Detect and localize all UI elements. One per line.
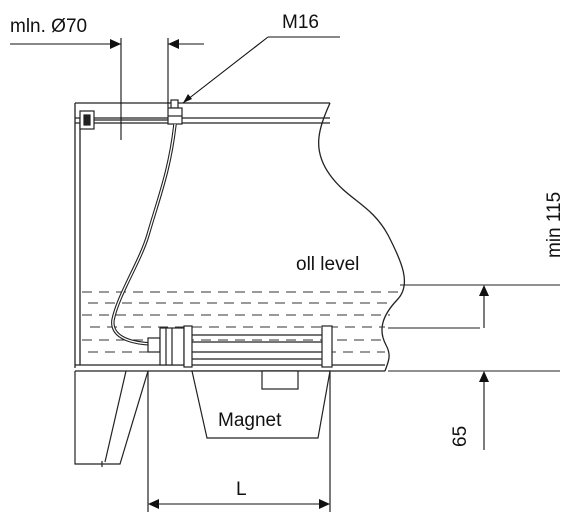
extension-lines (388, 284, 560, 372)
tank-outline (74, 102, 406, 372)
mounting-bracket (74, 370, 331, 512)
length-label: L (236, 479, 247, 500)
m16-connector (167, 99, 183, 125)
sensor-cable (111, 123, 177, 346)
bottom-height-dimension (479, 371, 489, 450)
diameter-dimension (10, 38, 204, 140)
left-fitting (79, 110, 180, 130)
oil-level-label: oll level (296, 254, 359, 275)
min-height-label: min 115 (544, 192, 565, 258)
diameter-label: mln. Ø70 (10, 16, 87, 37)
magnet-label: Magnet (218, 410, 282, 431)
oil-pattern (82, 291, 398, 353)
magnet-body (191, 370, 331, 439)
thread-label: M16 (282, 12, 319, 33)
magnetic-sensor (147, 325, 333, 368)
length-dimension (148, 499, 330, 509)
thread-leader (182, 36, 340, 104)
oil-level-dimension (479, 285, 489, 328)
bottom-height-label: 65 (450, 426, 471, 447)
